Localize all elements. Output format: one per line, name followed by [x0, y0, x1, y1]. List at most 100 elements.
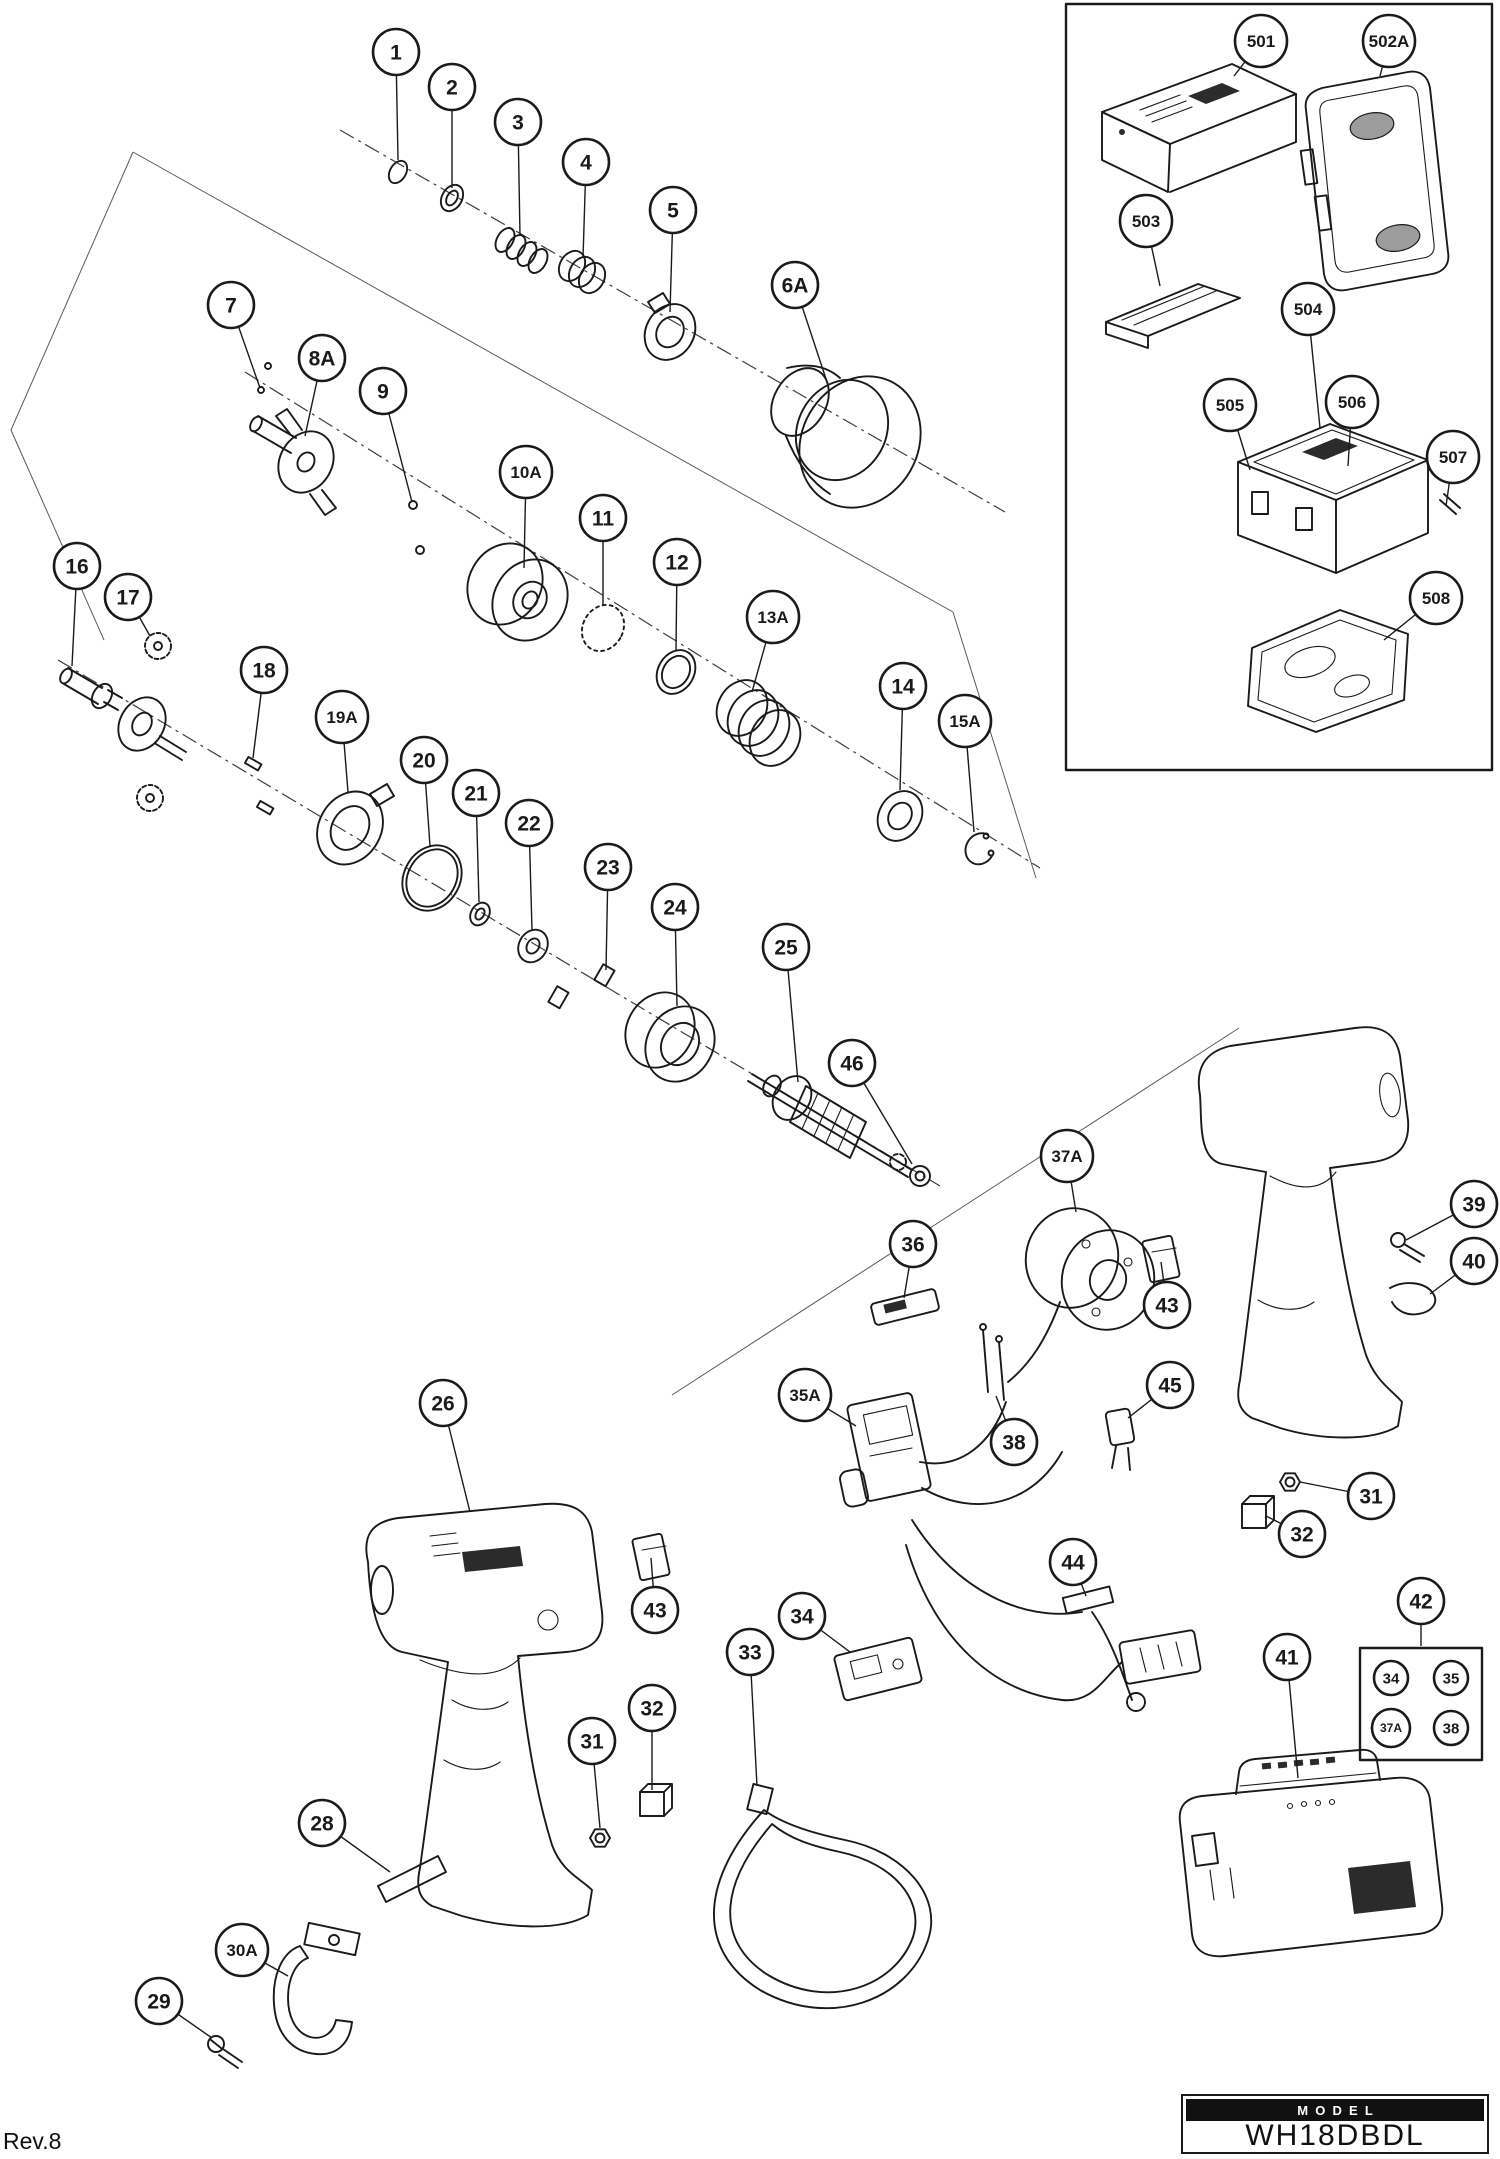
svg-text:34: 34 — [790, 1605, 814, 1628]
callout-18: 18 — [239, 645, 289, 759]
part-sketch-35a-switch-assembly — [839, 1392, 932, 1508]
callout-504: 504 — [1280, 281, 1336, 429]
svg-text:34: 34 — [1383, 1670, 1400, 1687]
svg-text:16: 16 — [65, 555, 88, 578]
revision-label: Rev.8 — [3, 2128, 62, 2154]
callout-25: 25 — [761, 922, 811, 1083]
part-sketch-34-switch — [833, 1636, 923, 1702]
callout-24: 24 — [650, 882, 700, 1007]
svg-text:32: 32 — [640, 1697, 663, 1720]
part-sketch-37a-motor — [1024, 1207, 1156, 1331]
svg-text:43: 43 — [1155, 1294, 1178, 1317]
part-sketch-503-rail — [1105, 283, 1241, 349]
svg-text:508: 508 — [1422, 589, 1450, 608]
svg-text:45: 45 — [1158, 1374, 1182, 1397]
svg-text:33: 33 — [738, 1641, 761, 1664]
part-sketch-501-charger — [1101, 63, 1297, 193]
callout-1: 1 — [371, 27, 421, 161]
svg-text:8A: 8A — [309, 347, 336, 370]
model-number: WH18DBDL — [1245, 2119, 1425, 2152]
part-sketch-13a-hammer-spring — [715, 679, 802, 767]
svg-text:502A: 502A — [1369, 32, 1410, 51]
part-sketch-4-bushing — [557, 249, 607, 295]
svg-text:507: 507 — [1439, 448, 1467, 467]
callout-11: 11 — [578, 493, 628, 606]
callout-35a: 35A — [777, 1367, 857, 1427]
callout-35: 35 — [1432, 1659, 1470, 1697]
callout-23: 23 — [583, 842, 633, 971]
svg-text:39: 39 — [1462, 1193, 1485, 1216]
part-sketch-19a-guide-plate — [316, 783, 395, 866]
part-sketch-33-hand-strap — [713, 1783, 933, 2010]
callout-41: 41 — [1262, 1632, 1312, 1779]
callout-21: 21 — [451, 768, 501, 903]
callout-4: 4 — [561, 137, 611, 259]
svg-text:506: 506 — [1338, 393, 1366, 412]
wiring-harness — [905, 1301, 1133, 1702]
svg-text:29: 29 — [147, 1990, 170, 2013]
part-sketch-40-wire-holder — [1389, 1282, 1437, 1316]
part-sketch-43-cushion-right — [1141, 1234, 1181, 1284]
part-sketch-2-snap-ring — [439, 183, 465, 213]
callout-15a: 15A — [937, 693, 993, 833]
svg-text:501: 501 — [1247, 32, 1275, 51]
part-sketch-23-stopper-pieces — [547, 963, 616, 1010]
model-label-text: MODEL — [1297, 2102, 1380, 2118]
svg-text:43: 43 — [643, 1599, 666, 1622]
part-sketch-32-cushion-right — [1241, 1495, 1275, 1529]
callout-36: 36 — [888, 1219, 938, 1299]
svg-text:26: 26 — [431, 1392, 454, 1415]
part-sketch-38-terminal-pins — [979, 1323, 1005, 1401]
callout-34: 34 — [1372, 1659, 1410, 1697]
callout-12: 12 — [652, 537, 702, 651]
part-sketch-terminal-block — [1118, 1629, 1202, 1712]
svg-text:30A: 30A — [226, 1941, 257, 1960]
callout-13a: 13A — [745, 589, 801, 693]
callout-502a: 502A — [1361, 13, 1417, 77]
part-sketch-25-armature — [747, 1073, 913, 1178]
center-axes — [57, 129, 1041, 1187]
svg-text:5: 5 — [667, 199, 679, 222]
svg-text:36: 36 — [901, 1233, 924, 1256]
svg-text:20: 20 — [412, 749, 435, 772]
part-sketch-housing-right — [1197, 1026, 1410, 1439]
part-sketch-12-washer — [655, 649, 697, 695]
svg-text:41: 41 — [1275, 1646, 1299, 1669]
svg-text:17: 17 — [116, 586, 139, 609]
callout-39: 39 — [1405, 1179, 1499, 1241]
svg-text:44: 44 — [1061, 1551, 1085, 1574]
svg-text:38: 38 — [1443, 1720, 1460, 1737]
callout-501: 501 — [1233, 13, 1289, 77]
part-sketch-3-spring — [494, 227, 549, 274]
part-sketch-18-rollers — [243, 755, 275, 816]
svg-text:31: 31 — [580, 1730, 604, 1753]
part-sketch-16-spindle — [59, 667, 123, 711]
callout-20: 20 — [399, 735, 449, 847]
callout-6a: 6A — [770, 260, 829, 386]
callout-2: 2 — [427, 62, 477, 188]
svg-text:19A: 19A — [326, 708, 357, 727]
callout-26: 26 — [418, 1378, 471, 1513]
callout-34: 34 — [777, 1591, 851, 1653]
callout-9: 9 — [358, 366, 413, 503]
part-sketch-1-washer — [387, 159, 409, 185]
callout-506: 506 — [1324, 374, 1380, 467]
callout-32: 32 — [627, 1683, 677, 1790]
svg-text:1: 1 — [390, 41, 402, 64]
callout-17: 17 — [103, 572, 153, 637]
svg-text:6A: 6A — [782, 274, 809, 297]
callout-8a: 8A — [297, 333, 347, 437]
frame-lines — [10, 151, 1240, 1396]
part-sketch-17-planet-gear-set — [117, 632, 187, 812]
callout-40: 40 — [1429, 1236, 1499, 1295]
svg-text:22: 22 — [517, 812, 540, 835]
callout-33: 33 — [725, 1627, 775, 1787]
model-plate: MODEL WH18DBDL — [1181, 2094, 1489, 2154]
part-sketch-31-nut-right — [1279, 1472, 1301, 1492]
svg-text:23: 23 — [596, 856, 619, 879]
callout-507: 507 — [1425, 429, 1481, 507]
callout-30a: 30A — [214, 1922, 289, 1978]
part-sketch-26-housing-left — [365, 1502, 604, 1928]
svg-text:12: 12 — [665, 551, 688, 574]
